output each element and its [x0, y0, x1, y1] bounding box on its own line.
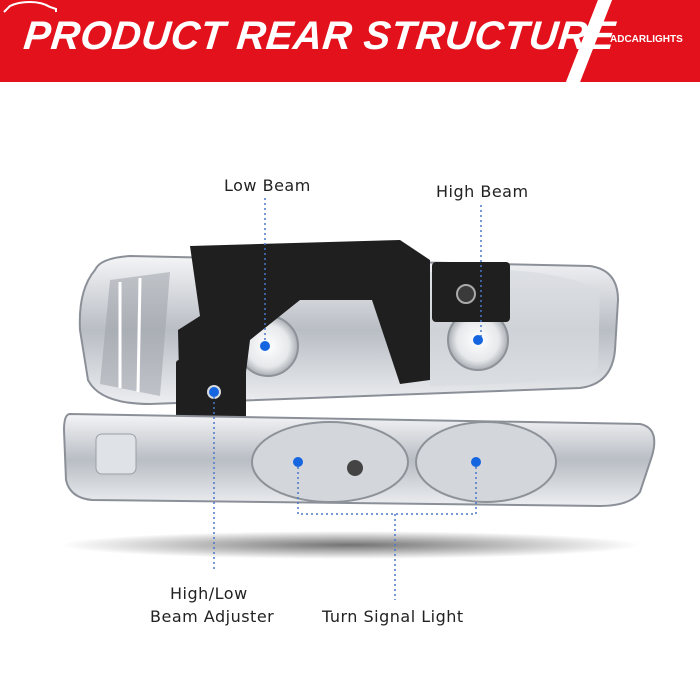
- adjuster-dot: [209, 387, 219, 397]
- turn-signal-housing: [62, 412, 656, 508]
- turn-signal-dot-right: [471, 457, 481, 467]
- brand-logo: ADCARLIGHTS: [610, 34, 683, 45]
- banner-background: [0, 0, 700, 82]
- high-beam-label: High Beam: [436, 182, 529, 201]
- brand-car-icon: [3, 0, 57, 13]
- callout-lines: [213, 198, 482, 600]
- adjuster-label-line2: Beam Adjuster: [150, 607, 275, 626]
- mounting-bracket: [176, 240, 510, 422]
- banner: PRODUCT REAR STRUCTURE ADCARLIGHTS: [0, 0, 700, 82]
- high-beam-dot: [473, 335, 483, 345]
- floor-shadow: [60, 531, 640, 559]
- turn-signal-label: Turn Signal Light: [322, 607, 464, 626]
- turn-signal-dot-left: [293, 457, 303, 467]
- adjuster-label-line1: High/Low: [170, 584, 248, 603]
- low-beam-dot: [260, 341, 270, 351]
- high-beam-connector: [456, 284, 476, 304]
- low-beam-label: Low Beam: [224, 176, 311, 195]
